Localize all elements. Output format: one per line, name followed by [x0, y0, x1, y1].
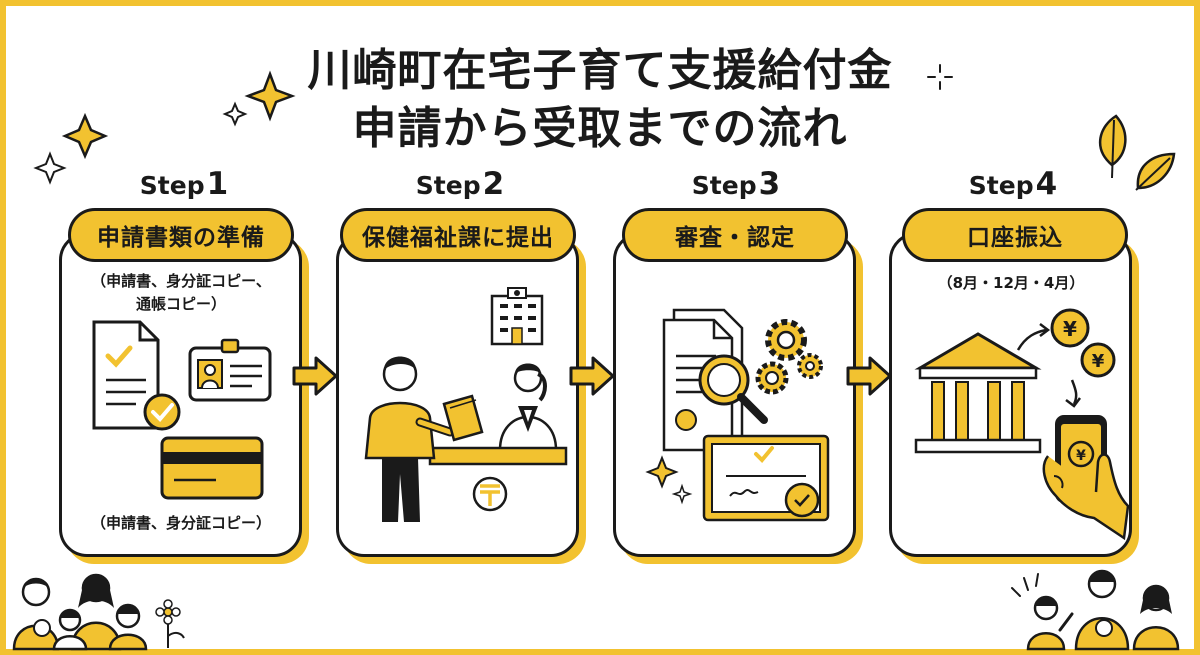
- flower-icon: [155, 599, 185, 648]
- id-card-icon: [188, 338, 272, 402]
- step-2-pill: 保健福祉課に提出: [340, 208, 576, 262]
- page-subtitle: 申請から受取までの流れ: [352, 103, 848, 154]
- sparkle-icon: [222, 101, 248, 127]
- person-icon: [108, 603, 148, 651]
- document-check-icon: [92, 320, 160, 430]
- sparkle-icon: [61, 112, 109, 160]
- sparkle-icon: [244, 70, 296, 122]
- step-1-document-note: （申請書、身分証コピー、 通帳コピー）: [91, 272, 271, 313]
- yen-coin-icon: ¥: [1050, 308, 1090, 348]
- svg-text:¥: ¥: [1063, 317, 1077, 341]
- step-4-heading: Step4: [968, 166, 1058, 202]
- staff-person-icon: [498, 363, 558, 452]
- person-icon: [12, 577, 60, 651]
- post-office-mark-icon: [472, 476, 508, 512]
- sparkle-icon: [33, 151, 67, 185]
- bank-card-icon: [160, 436, 264, 500]
- step-4-illustration: ¥ ¥ ¥: [914, 308, 1130, 541]
- folder-icon: [442, 394, 484, 442]
- gear-icon: [797, 353, 823, 379]
- sparkle-icon-right: [927, 64, 953, 90]
- check-badge-icon: [143, 393, 181, 431]
- sparkle-icons-left: [33, 70, 296, 185]
- step-3-illustration: [645, 308, 830, 522]
- person-icon: [1132, 584, 1180, 651]
- sparkle-icon: [645, 455, 693, 505]
- magnifier-icon: [698, 354, 768, 424]
- arrow-right-icon: [569, 356, 615, 396]
- person-icon: [1026, 595, 1074, 651]
- arrow-up-icon: [1016, 328, 1047, 351]
- step-1-heading: Step1: [139, 166, 229, 202]
- family-illustration-left: [12, 573, 185, 651]
- step-1-illustration: [92, 320, 272, 500]
- hand-icon: [1042, 453, 1130, 541]
- arrow-right-icon: [292, 356, 338, 396]
- office-building-icon: [490, 287, 544, 346]
- gear-icon: [765, 319, 807, 361]
- award-seal-icon: [784, 482, 820, 518]
- step-2-illustration: [364, 287, 568, 522]
- counter-desk: [428, 446, 568, 466]
- arrow-down-icon: [1070, 379, 1078, 405]
- leaf-icons: [1098, 114, 1176, 191]
- step-4-schedule-note: （8月・12月・4月）: [937, 274, 1085, 292]
- gear-icon: [755, 361, 789, 395]
- person-icon: [1074, 569, 1130, 651]
- step-1-pill: 申請書類の準備: [68, 208, 294, 262]
- applicant-person-icon: [364, 356, 455, 522]
- arrow-right-icon: [846, 356, 892, 396]
- person-icon: [52, 608, 88, 651]
- step-2-card: [336, 232, 579, 557]
- step-3-pill: 審査・認定: [622, 208, 848, 262]
- svg-text:¥: ¥: [1092, 351, 1105, 372]
- step-3-heading: Step3: [691, 166, 781, 202]
- family-illustration-right: [1011, 569, 1180, 651]
- bank-building-icon: [914, 332, 1042, 454]
- yen-coin-icon: ¥: [1080, 342, 1116, 378]
- svg-text:¥: ¥: [1076, 448, 1086, 464]
- step-4-pill: 口座振込: [902, 208, 1128, 262]
- page-title: 川崎町在宅子育て支援給付金: [307, 45, 893, 96]
- step-2-heading: Step2: [415, 166, 505, 202]
- step-1-id-note: （申請書、身分証コピー）: [90, 514, 271, 532]
